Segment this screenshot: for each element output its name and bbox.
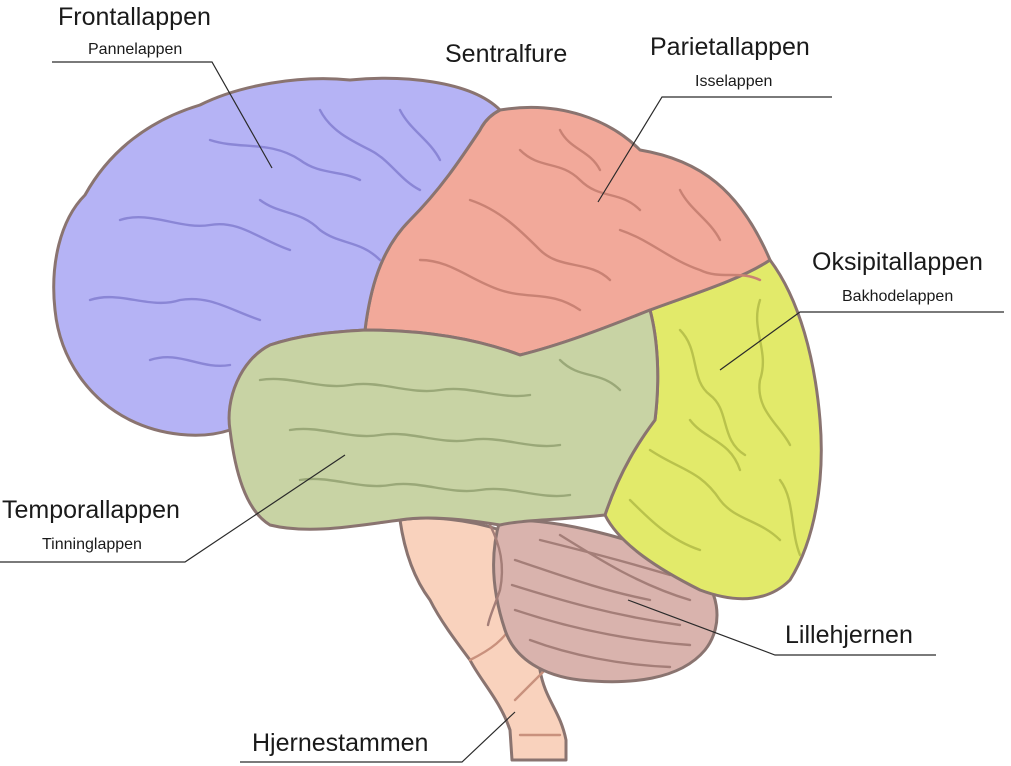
occipital-leader-line <box>719 311 1004 371</box>
parietal-title: Parietallappen <box>650 33 810 61</box>
temporal-title: Temporallappen <box>2 496 180 524</box>
occipital-subtitle: Bakhodelappen <box>842 288 953 305</box>
central-sulcus-title: Sentralfure <box>445 40 567 68</box>
temporal-subtitle: Tinninglappen <box>42 536 142 553</box>
frontal-subtitle: Pannelappen <box>88 41 182 58</box>
brainstem-leader-line <box>240 711 516 763</box>
occipital-title: Oksipitallappen <box>812 248 983 276</box>
temporal-lobe-region <box>227 308 660 531</box>
parietal-subtitle: Isselappen <box>695 73 772 90</box>
cerebellum-leader-line <box>627 599 936 656</box>
temporal-leader-line <box>0 454 346 563</box>
frontal-title: Frontallappen <box>58 3 211 31</box>
frontal-lobe-region <box>52 76 502 437</box>
brainstem-title: Hjernestammen <box>252 729 428 757</box>
frontal-leader-line <box>52 61 273 169</box>
parietal-leader-line <box>597 96 832 203</box>
cerebellum-title: Lillehjernen <box>785 621 913 649</box>
